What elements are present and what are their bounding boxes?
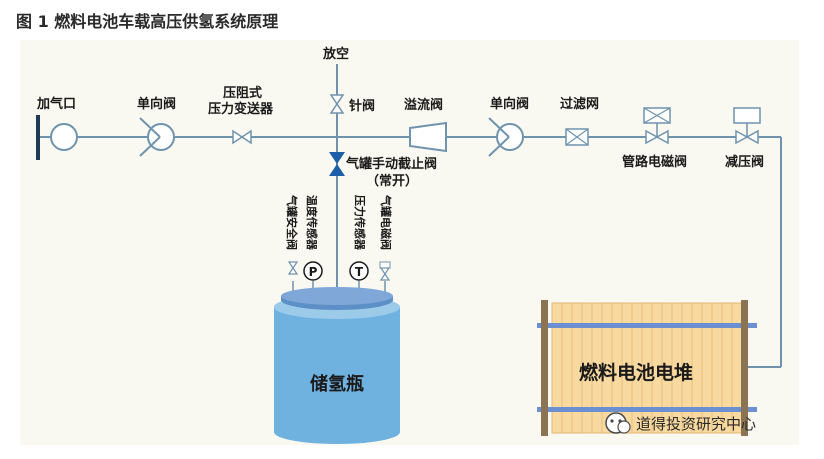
pressure-sensor: T [349, 261, 369, 281]
watermark-logo-icon [605, 412, 631, 434]
label-pipe-solenoid: 管路电磁阀 [622, 154, 687, 170]
label-needle-valve: 针阀 [348, 98, 375, 114]
fuel-cell-stack [537, 300, 757, 436]
pressure-sensor-symbol: T [355, 265, 364, 279]
refuel-port [36, 115, 78, 160]
label-pressure-sensor: 压力传感器 [353, 195, 367, 251]
needle-valve [329, 94, 345, 114]
label-refuel-port: 加气口 [36, 96, 76, 112]
temperature-sensor: P [303, 261, 323, 281]
label-check-valve-2: 单向阀 [490, 96, 529, 112]
label-vent: 放空 [322, 46, 349, 62]
filter [565, 128, 589, 146]
label-tank-solenoid: 气罐电磁阀 [379, 194, 393, 250]
label-stack: 燃料电池电堆 [579, 361, 693, 384]
label-transmitter-line1: 压阻式 [223, 85, 262, 101]
pressure-transmitter-valve [232, 129, 252, 145]
check-valve-1 [139, 117, 175, 157]
tank-solenoid-valve [379, 261, 391, 281]
check-valve-2 [488, 117, 524, 157]
pressure-reducer [733, 107, 761, 145]
figure-title: 图 1 燃料电池车载高压供氢系统原理 [16, 12, 279, 31]
label-temp-sensor: 温度传感器 [305, 195, 319, 251]
overflow-valve [409, 121, 447, 153]
label-manual-valve: 气罐手动截止阀 [346, 156, 437, 172]
watermark-text: 道得投资研究中心 [636, 415, 756, 433]
manual-shutoff-valve [329, 152, 345, 176]
label-reducer: 减压阀 [725, 154, 764, 170]
temperature-sensor-symbol: P [309, 265, 318, 279]
label-tank: 储氢瓶 [309, 373, 364, 395]
hydrogen-tank [274, 287, 400, 444]
tank-safety-valve [287, 261, 299, 275]
label-tank-safety-valve: 气罐安全阀 [285, 194, 299, 250]
label-transmitter-line2: 压力变送器 [208, 101, 274, 117]
label-filter: 过滤网 [560, 96, 599, 112]
label-normally-open: （常开） [366, 173, 418, 189]
pipe-solenoid-valve [643, 107, 671, 145]
label-check-valve-1: 单向阀 [137, 96, 176, 112]
label-overflow-valve: 溢流阀 [404, 97, 443, 113]
